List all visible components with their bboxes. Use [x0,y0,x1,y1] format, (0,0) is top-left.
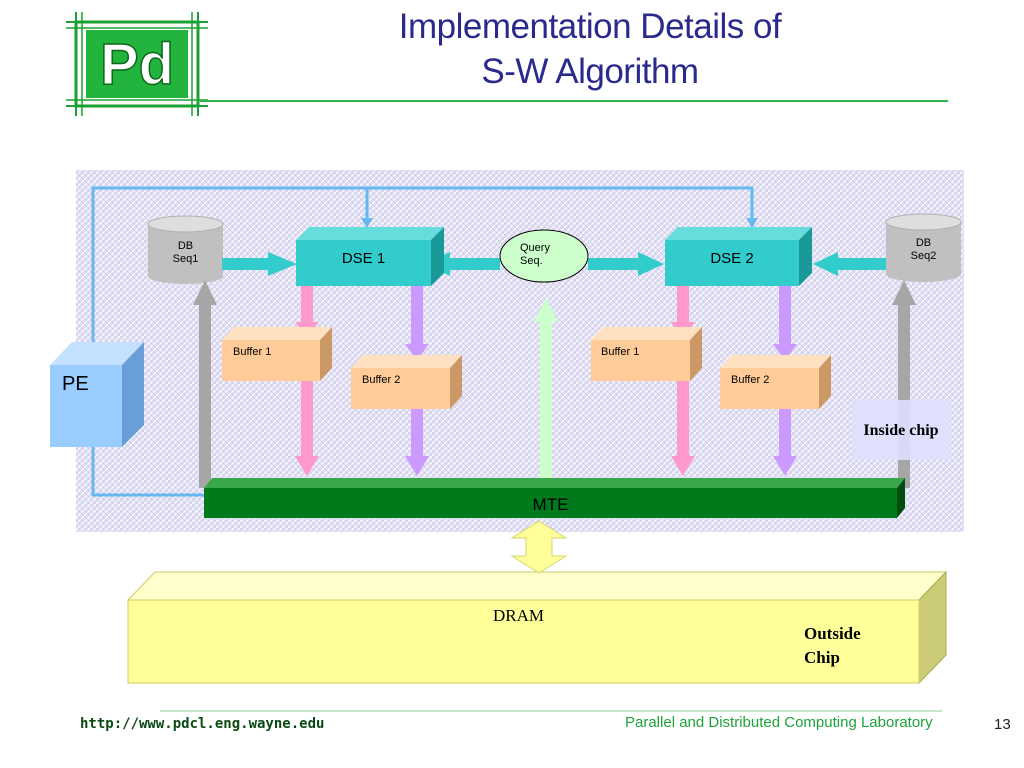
arrow-dse2-buffer1 [671,286,695,338]
dse1-box [296,227,444,286]
dram-label: DRAM [493,606,545,625]
outside-chip-label: Outside Chip [804,622,861,670]
query-line2: Seq. [520,255,543,267]
header-rule [200,100,948,102]
db-seq2-label: DB Seq2 [886,237,961,263]
pdcl-logo: Pd [66,12,208,116]
arrow-mte-query [534,298,558,478]
arrow-buffer2-mte-left [405,408,429,476]
arrow-buffer1-mte-right [671,380,695,476]
arrow-db1-to-dse1 [222,252,297,276]
buffer2-left-box [351,355,462,409]
db-seq1-line1: DB [177,240,194,252]
buffer1-right-box [591,327,702,381]
slide-title: Implementation Details of S-W Algorithm [300,4,880,94]
dram-box [126,570,948,685]
arrow-db2-to-dse2 [813,252,886,276]
db-seq2-cylinder [885,213,962,282]
outside-line1: Outside [804,624,861,643]
inside-chip-label: Inside chip [863,422,939,439]
arrow-mte-dram [510,520,568,574]
query-seq-label: Query Seq. [520,242,550,268]
query-seq-ellipse [499,229,589,283]
buffer2-right-label: Buffer 2 [731,374,770,386]
buffer1-right-label: Buffer 1 [601,346,640,358]
control-arrowhead-dse2 [746,218,758,228]
query-line1: Query [520,242,550,254]
arrow-buffer2-mte-right [773,408,797,476]
mte-label: MTE [532,495,569,514]
dse2-box [665,227,812,286]
buffer2-left-label: Buffer 2 [362,374,401,386]
db-seq1-cylinder [147,215,224,284]
inside-chip-box [852,400,950,460]
control-lines [91,186,754,497]
db-seq1-line2: Seq1 [172,253,199,265]
dse2-label: DSE 2 [710,250,754,267]
title-line-1: Implementation Details of [398,7,782,46]
mte-bar [204,478,905,518]
title-line-2: S-W Algorithm [481,52,699,91]
db-seq1-label: DB Seq1 [148,240,223,266]
control-arrowhead-dse1 [361,218,373,228]
arrow-dse2-buffer2 [773,286,797,360]
buffer2-right-box [720,355,831,409]
arrow-mte-db1 [193,280,217,488]
outside-line2: Chip [804,648,840,667]
page-number: 13 [994,716,1011,733]
footer-lab-name: Parallel and Distributed Computing Labor… [625,714,933,731]
pe-box [50,342,144,447]
buffer1-left-label: Buffer 1 [233,346,272,358]
buffer1-left-box [222,327,332,381]
arrow-dse1-buffer1 [295,286,319,338]
arrow-query-to-dse2 [588,252,664,276]
pe-label: PE [62,373,89,395]
arrow-buffer1-mte-left [295,380,319,476]
logo-text: Pd [100,32,174,97]
db-seq2-line2: Seq2 [910,250,937,262]
arrow-dse1-buffer2 [405,286,429,360]
footer-url[interactable]: http://www.pdcl.eng.wayne.edu [80,716,325,732]
dse1-label: DSE 1 [341,250,386,267]
db-seq2-line1: DB [915,237,932,249]
